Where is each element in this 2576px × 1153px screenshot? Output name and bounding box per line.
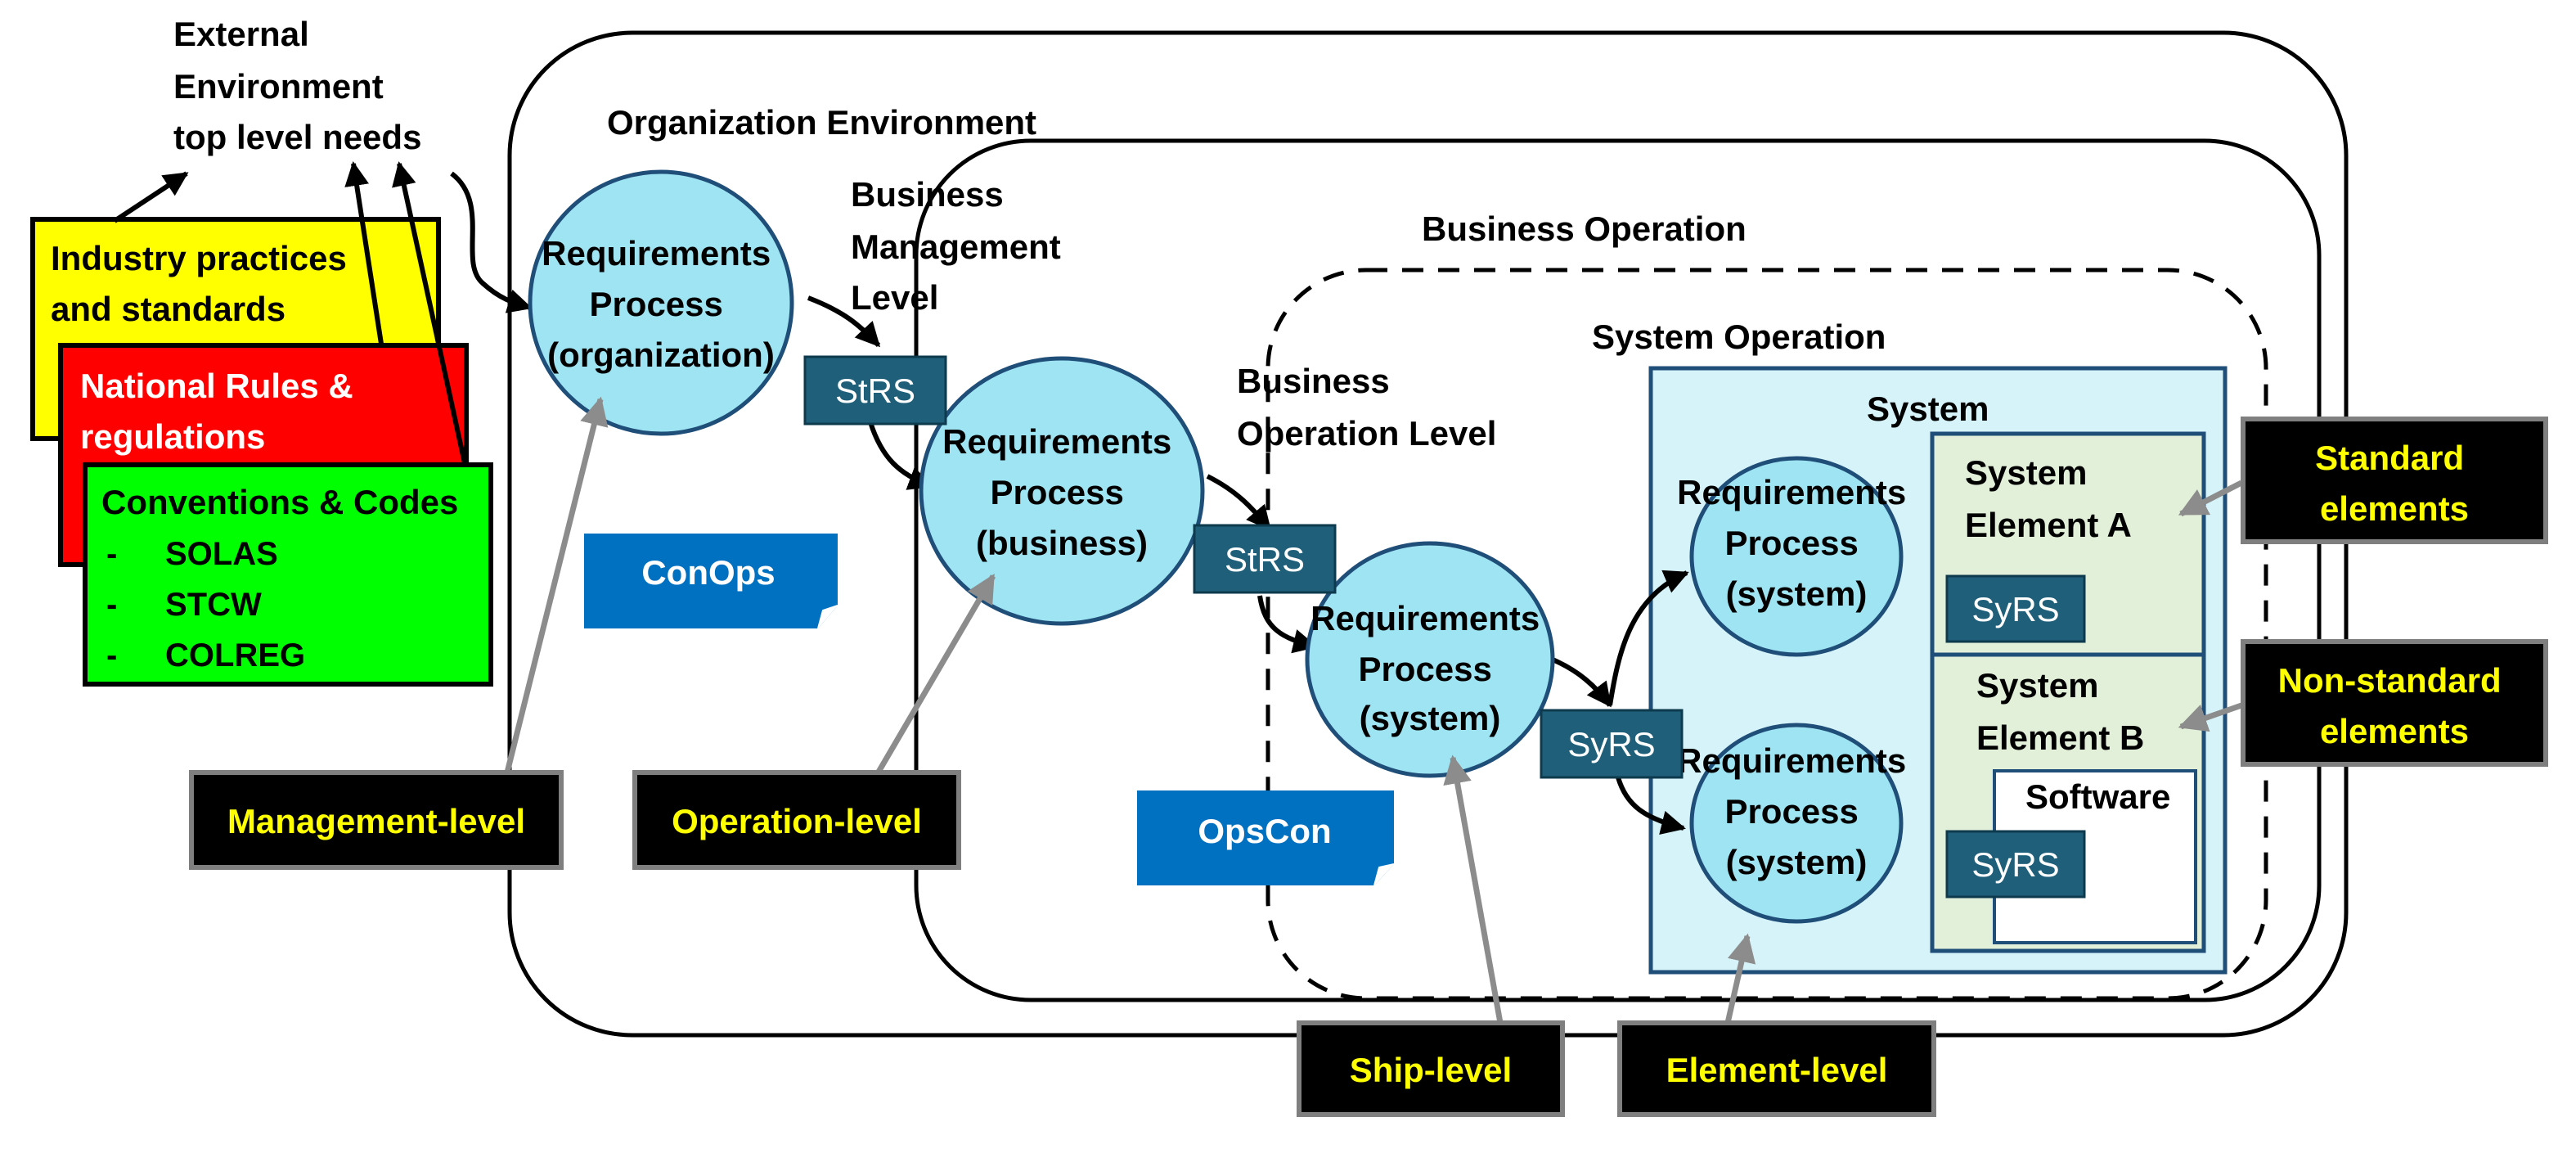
svg-text:Requirements Process: Requirements Process (system) xyxy=(1677,473,1916,613)
svg-text:Requirements Process: Requirements Process (business) xyxy=(942,422,1181,562)
element-pointer-arrow xyxy=(1724,933,1756,1024)
industry-to-needs-arrow xyxy=(113,171,189,223)
svg-text:OpsCon: OpsCon xyxy=(1198,812,1331,850)
system-operation-heading: System Operation xyxy=(1592,318,1886,356)
svg-text:National Rules & regulat: National Rules & regulations xyxy=(80,367,362,456)
svg-text:COLREG: COLREG xyxy=(165,637,305,673)
syrs-doc-element-b: SyRS xyxy=(1945,830,2086,899)
national-to-needs-arrow xyxy=(344,161,384,345)
strs-doc-1: StRS xyxy=(803,355,947,426)
svg-text:StRS: StRS xyxy=(835,372,915,410)
svg-text:-: - xyxy=(106,587,117,623)
svg-text:-: - xyxy=(106,637,117,673)
software-heading: Software xyxy=(2025,777,2170,816)
business-to-strs2-arrow xyxy=(1206,474,1272,531)
conventions-codes-card: Conventions & Codes - SOLAS - STCW - COL… xyxy=(83,462,493,687)
operation-pointer-arrow xyxy=(872,573,996,779)
business-operation-heading: Business Operation xyxy=(1422,209,1747,248)
process-system-lower: Requirements Process (system) xyxy=(1677,723,1916,924)
svg-text:SyRS: SyRS xyxy=(1971,590,2059,628)
nonstandard-pointer-arrow xyxy=(2178,702,2243,732)
svg-text:-: - xyxy=(106,536,117,572)
operation-level-label: Operation-level xyxy=(632,770,961,870)
svg-text:Operation-level: Operation-level xyxy=(672,802,922,840)
syrs-doc-main: SyRS xyxy=(1540,709,1684,779)
strs-doc-2: StRS xyxy=(1193,524,1337,594)
business-operation-boundary xyxy=(1266,268,2268,1001)
svg-text:Requirements Process: Requirements Process (system) xyxy=(1677,741,1916,881)
svg-text:Ship-level: Ship-level xyxy=(1350,1051,1512,1089)
svg-text:Requirements Process: Requirements Process (system) xyxy=(1310,599,1549,737)
syrs-doc-element-a: SyRS xyxy=(1945,574,2086,643)
svg-text:Requirements Process: Requirements Process (organization) xyxy=(542,234,780,374)
svg-text:Non-standard elements: Non-standard elements xyxy=(2278,661,2511,750)
system-to-syrs-arrow xyxy=(1551,657,1612,708)
system-heading: System xyxy=(1867,390,1989,428)
process-system-upper: Requirements Process (system) xyxy=(1677,456,1916,657)
org-to-strs1-arrow xyxy=(807,295,881,348)
organization-env-heading: Organization Environment xyxy=(607,103,1036,142)
standard-elements-label: Standard elements xyxy=(2241,417,2548,544)
svg-text:SyRS: SyRS xyxy=(1567,725,1655,763)
management-level-label: Management-level xyxy=(189,770,564,870)
opscon-note: OpsCon xyxy=(1137,790,1395,886)
svg-text:SOLAS: SOLAS xyxy=(165,536,278,572)
strs2-to-system-arrow xyxy=(1257,595,1318,654)
business-op-level-heading: Business Operation Level xyxy=(1237,362,1496,453)
svg-text:StRS: StRS xyxy=(1225,540,1305,579)
syrs-to-upper-arrow xyxy=(1607,570,1689,706)
process-business: Requirements Process (business) xyxy=(919,356,1205,626)
process-system-main: Requirements Process (system) xyxy=(1305,541,1555,778)
needs-to-org-process-arrow xyxy=(450,171,533,313)
element-level-label: Element-level xyxy=(1617,1020,1936,1117)
conops-note: ConOps xyxy=(584,534,838,629)
business-mgmt-level-heading: Business Management Level xyxy=(851,175,1070,317)
ship-level-label: Ship-level xyxy=(1297,1020,1565,1117)
svg-text:SyRS: SyRS xyxy=(1971,845,2059,884)
element-a-heading: System Element A xyxy=(1965,453,2132,544)
process-organization: Requirements Process (organization) xyxy=(528,169,794,436)
svg-text:STCW: STCW xyxy=(165,587,262,623)
business-management-boundary xyxy=(914,138,2322,1002)
svg-text:Standard elements: Standard elements xyxy=(2315,439,2474,528)
syrs-to-lower-arrow xyxy=(1616,777,1686,835)
management-pointer-arrow xyxy=(504,396,609,773)
external-env-heading: External Environment top level needs xyxy=(173,15,421,156)
nonstandard-elements-label: Non-standard elements xyxy=(2241,639,2548,767)
svg-text:Element-level: Element-level xyxy=(1666,1051,1888,1089)
conventions-to-needs-arrow xyxy=(392,161,467,464)
element-b-heading: System Element B xyxy=(1976,666,2144,757)
svg-text:Management-level: Management-level xyxy=(227,802,525,840)
svg-text:Conventions & Codes: Conventions & Codes xyxy=(101,483,458,521)
svg-text:ConOps: ConOps xyxy=(641,553,775,592)
svg-text:Industry practices and s: Industry practices and standards xyxy=(51,239,356,328)
standard-pointer-arrow xyxy=(2178,480,2243,517)
ship-pointer-arrow xyxy=(1443,754,1504,1024)
